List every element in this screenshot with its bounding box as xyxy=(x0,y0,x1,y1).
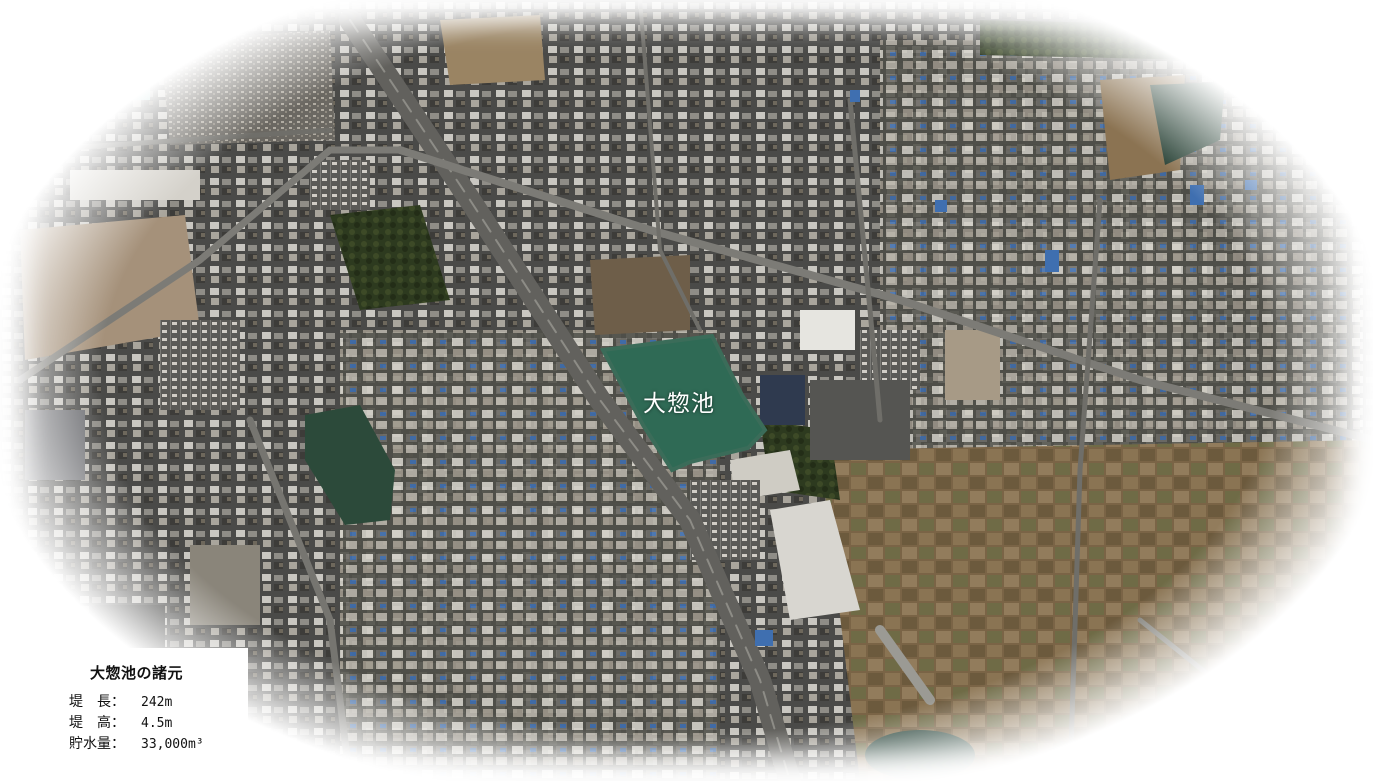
spec-value: 4.5m xyxy=(141,716,173,731)
spec-title: 大惣池の諸元 xyxy=(90,664,184,682)
spec-row-embankment-height: 堤 高： 4.5m xyxy=(69,713,248,734)
spec-value: 242m xyxy=(141,695,173,710)
spec-label: 貯水量： xyxy=(69,736,125,752)
spec-label: 堤 長： xyxy=(69,694,125,710)
spec-row-embankment-length: 堤 長： 242m xyxy=(69,692,248,713)
spec-row-storage-capacity: 貯水量： 33,000m³ xyxy=(69,734,248,755)
spec-value: 33,000m³ xyxy=(141,737,204,752)
spec-label: 堤 高： xyxy=(69,715,125,731)
pond-shape xyxy=(599,333,768,473)
pond-label: 大惣池 xyxy=(643,391,715,417)
spec-box: 大惣池の諸元 堤 長： 242m 堤 高： 4.5m 貯水量： 33,000m³ xyxy=(42,648,248,774)
